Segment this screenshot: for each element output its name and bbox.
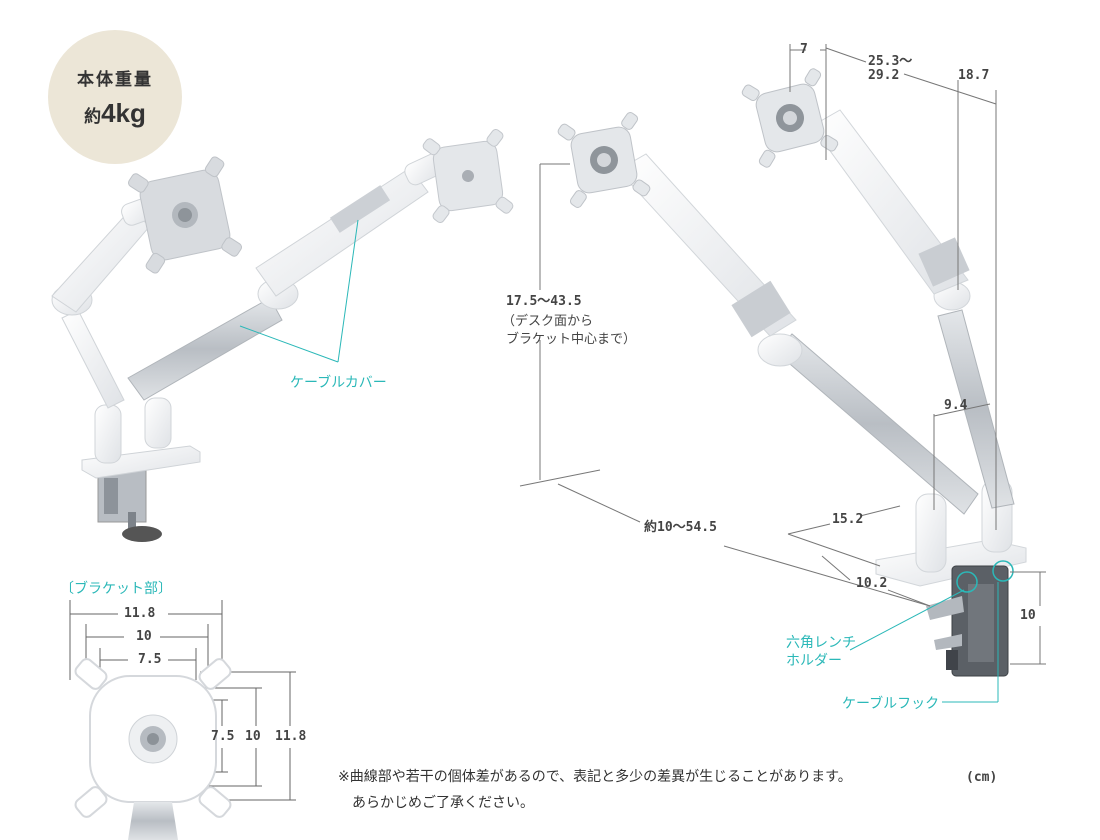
dim-top-span-a: 25.3～ — [868, 54, 913, 69]
dim-lower-right: 9.4 — [944, 398, 968, 413]
weight-title: 本体重量 — [77, 70, 153, 90]
dim-top-right: 18.7 — [958, 68, 990, 83]
left-monitor-arm — [51, 128, 514, 542]
bracket-mid-height: 10 — [245, 729, 261, 744]
dim-height-note1: （デスク面から — [502, 314, 594, 329]
weight-prefix: 約 — [84, 107, 102, 127]
dim-base-width: 10.2 — [856, 576, 888, 591]
dim-top-span-b: 29.2 — [868, 68, 900, 83]
hex-wrench-label-2: ホルダー — [786, 653, 842, 669]
cable-cover-label: ケーブルカバー — [290, 375, 387, 391]
footnote-line1: ※曲線部や若干の個体差があるので、表記と多少の差異が生じることがあります。 — [338, 769, 852, 785]
hex-wrench-label-1: 六角レンチ — [786, 635, 856, 651]
footnote-line2: あらかじめご了承ください。 — [352, 795, 534, 811]
dim-base-depth: 15.2 — [832, 512, 864, 527]
unit-label: (cm) — [966, 770, 998, 785]
right-callout-lines — [849, 582, 999, 703]
bracket-plate — [74, 658, 232, 840]
bracket-title: 〔ブラケット部〕 — [60, 581, 172, 597]
weight-badge: 本体重量 約4kg — [48, 30, 182, 164]
bracket-outer-width: 11.8 — [124, 606, 156, 621]
right-dimension-lines — [519, 44, 1046, 665]
cable-hook-label: ケーブルフック — [842, 696, 940, 712]
dim-height-range: 17.5～43.5 — [506, 294, 582, 309]
dim-height-note2: ブラケット中心まで） — [506, 332, 637, 347]
bracket-inner-width: 7.5 — [138, 652, 162, 667]
dim-head-offset: 7 — [800, 42, 808, 57]
dim-reach: 約10～54.5 — [644, 520, 717, 535]
dim-clamp-height: 10 — [1020, 608, 1036, 623]
bracket-mid-width: 10 — [136, 629, 152, 644]
right-monitor-arm — [557, 68, 1027, 677]
bracket-outer-height: 11.8 — [275, 729, 307, 744]
weight-value-line: 約4kg — [84, 98, 146, 129]
weight-value: 4kg — [101, 98, 146, 128]
bracket-inner-height: 7.5 — [211, 729, 235, 744]
